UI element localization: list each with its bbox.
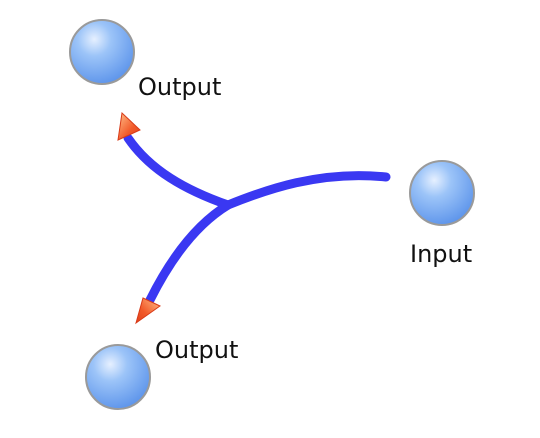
node-circle (69, 19, 135, 85)
node-output-bottom: Output (85, 336, 238, 410)
node-circle (85, 344, 151, 410)
node-input: Input (409, 160, 475, 268)
edge-input-to-junction (223, 171, 391, 210)
edges (123, 133, 391, 305)
arrowhead-output-top (117, 111, 141, 141)
arrowhead-output-bottom (135, 297, 161, 325)
node-label-output-bottom: Output (155, 336, 238, 364)
node-circle (409, 160, 475, 226)
node-label-output-top: Output (138, 73, 221, 101)
edge-junction-to-output-bottom (145, 200, 233, 305)
node-label-input: Input (410, 240, 472, 268)
node-output-top: Output (69, 19, 221, 101)
arrowheads (117, 111, 161, 325)
edge-junction-to-output-top (123, 133, 233, 210)
